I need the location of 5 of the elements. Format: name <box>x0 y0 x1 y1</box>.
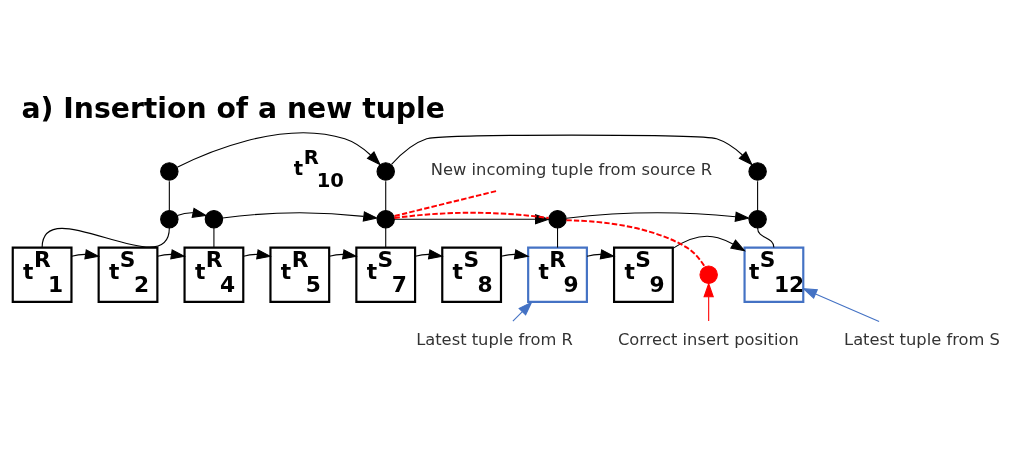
node-text: Latest tuple from S <box>844 329 1000 349</box>
node-text: Correct insert position <box>617 329 799 349</box>
diagram-title: a) Insertion of a new tuple <box>21 92 445 126</box>
node-text: New incoming tuple from source R <box>430 160 713 180</box>
node-text: Latest tuple from R <box>416 329 573 349</box>
